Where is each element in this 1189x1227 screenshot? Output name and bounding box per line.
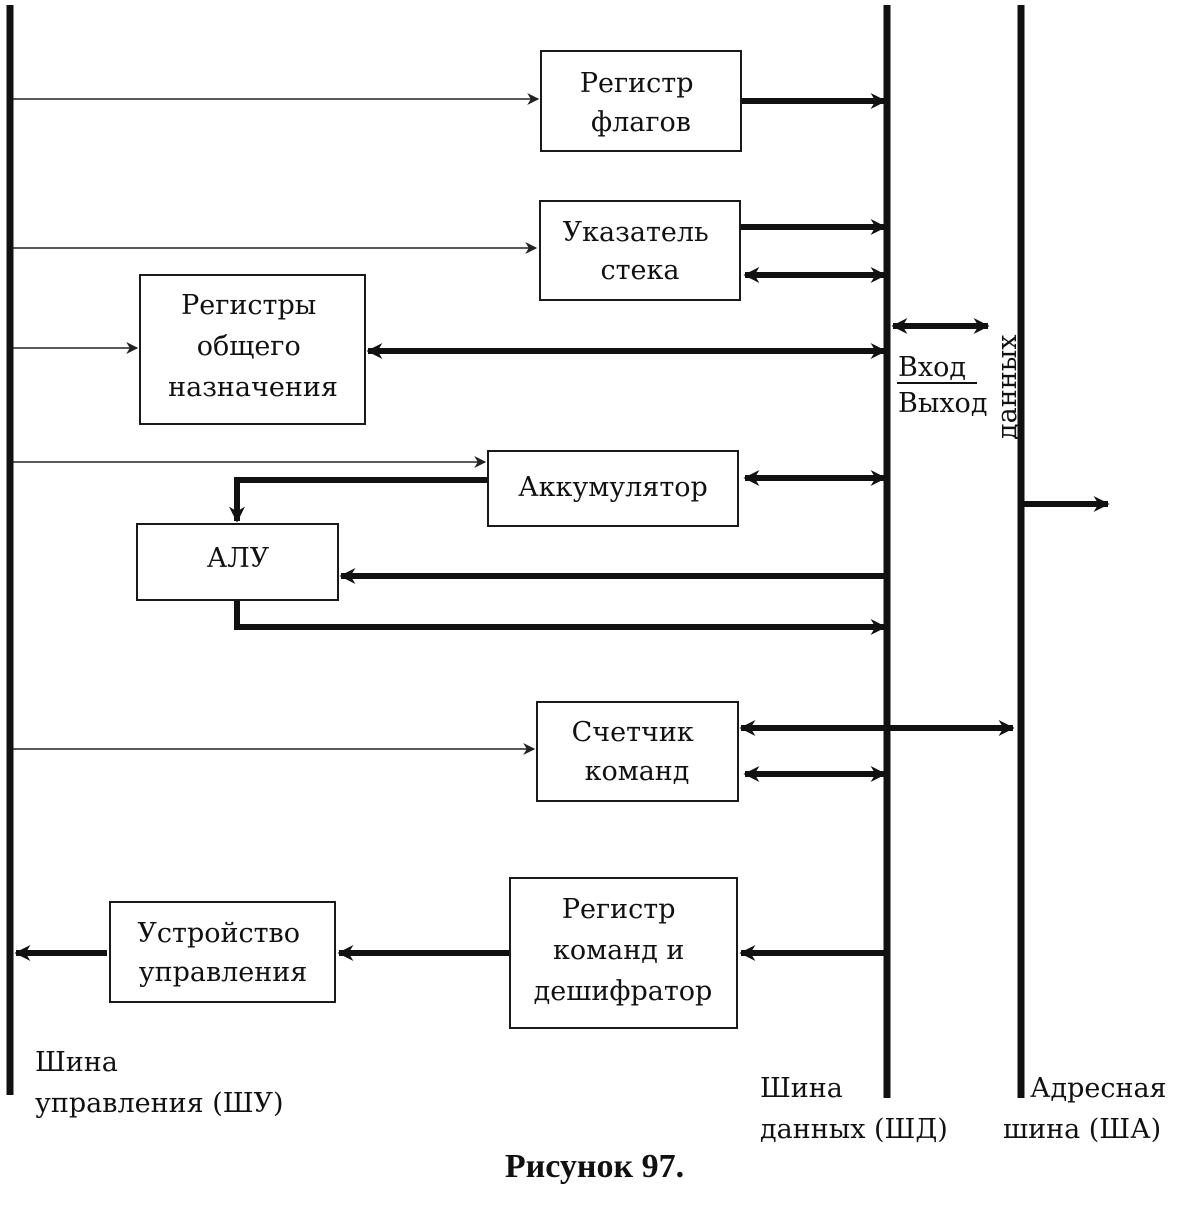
svg-text:Шина данных (ШД): Шина данных (ШД) [760,1073,948,1145]
ir-label-line3: дешифратор [534,976,713,1007]
flags-label-line2: флагов [591,107,691,138]
svg-text:Указатель стека: Указатель стека [563,217,718,286]
acc-to-alu-arrow [229,477,488,523]
pc-label-line1: Счетчик [572,717,694,748]
address-bus-label-line1: Адресная [1030,1073,1167,1104]
instruction-register-box: Регистр команд и дешифратор [509,877,738,1029]
svg-text:Устройство управления: Устройство управления [137,918,308,988]
io-out-label: Выход [898,388,987,419]
svg-text:Регистр флагов: Регистр флагов [580,68,702,138]
control-bus-label-line2: управления (ШУ) [35,1088,284,1119]
alu-label: АЛУ [207,543,270,574]
accumulator-label: Аккумулятор [518,472,708,503]
address-bus-label-line2: шина (ША) [1003,1114,1161,1145]
figure-caption: Рисунок 97. [504,1148,685,1185]
data-bus-label-line1: Шина [760,1073,843,1104]
accumulator-box: Аккумулятор [487,450,739,527]
svg-text:Адресная шина (ША): Адресная шина (ША) [1003,1073,1175,1145]
stack-label-line1: Указатель [563,217,709,248]
svg-text:Счетчик команд: Счетчик команд [572,717,703,787]
gpr-label-line3: назначения [168,372,338,403]
data-bus-label-line2: данных (ШД) [760,1114,948,1145]
alu-box: АЛУ [136,523,339,601]
cu-label-line1: Устройство [137,918,300,949]
pc-label-line2: команд [585,756,690,787]
gpr-label-line1: Регистры [181,290,316,321]
flags-label-line1: Регистр [580,68,694,99]
io-data-vertical-label: данных [992,335,1023,440]
svg-text:Регистр команд и д: Регистр команд и дешифратор [534,894,713,1007]
svg-text:Шина управления (ШУ): Шина управления (ШУ) [35,1047,284,1119]
gpr-label-line2: общего [197,331,301,362]
alu-to-data-bus-arrow [234,600,887,635]
stack-pointer-box: Указатель стека [539,200,741,301]
program-counter-box: Счетчик команд [536,701,739,802]
control-unit-box: Устройство управления [109,901,336,1003]
ir-label-line1: Регистр [562,894,676,925]
general-registers-box: Регистры общего назначения [139,274,366,425]
flags-register-box: Регистр флагов [540,50,742,152]
stack-label-line2: стека [600,255,679,286]
control-bus-label-line1: Шина [35,1047,118,1078]
io-in-label: Вход [898,352,966,383]
ir-label-line2: команд и [553,935,684,966]
cu-label-line2: управления [139,957,308,988]
svg-text:Регистры общего на: Регистры общего назначения [168,290,338,403]
